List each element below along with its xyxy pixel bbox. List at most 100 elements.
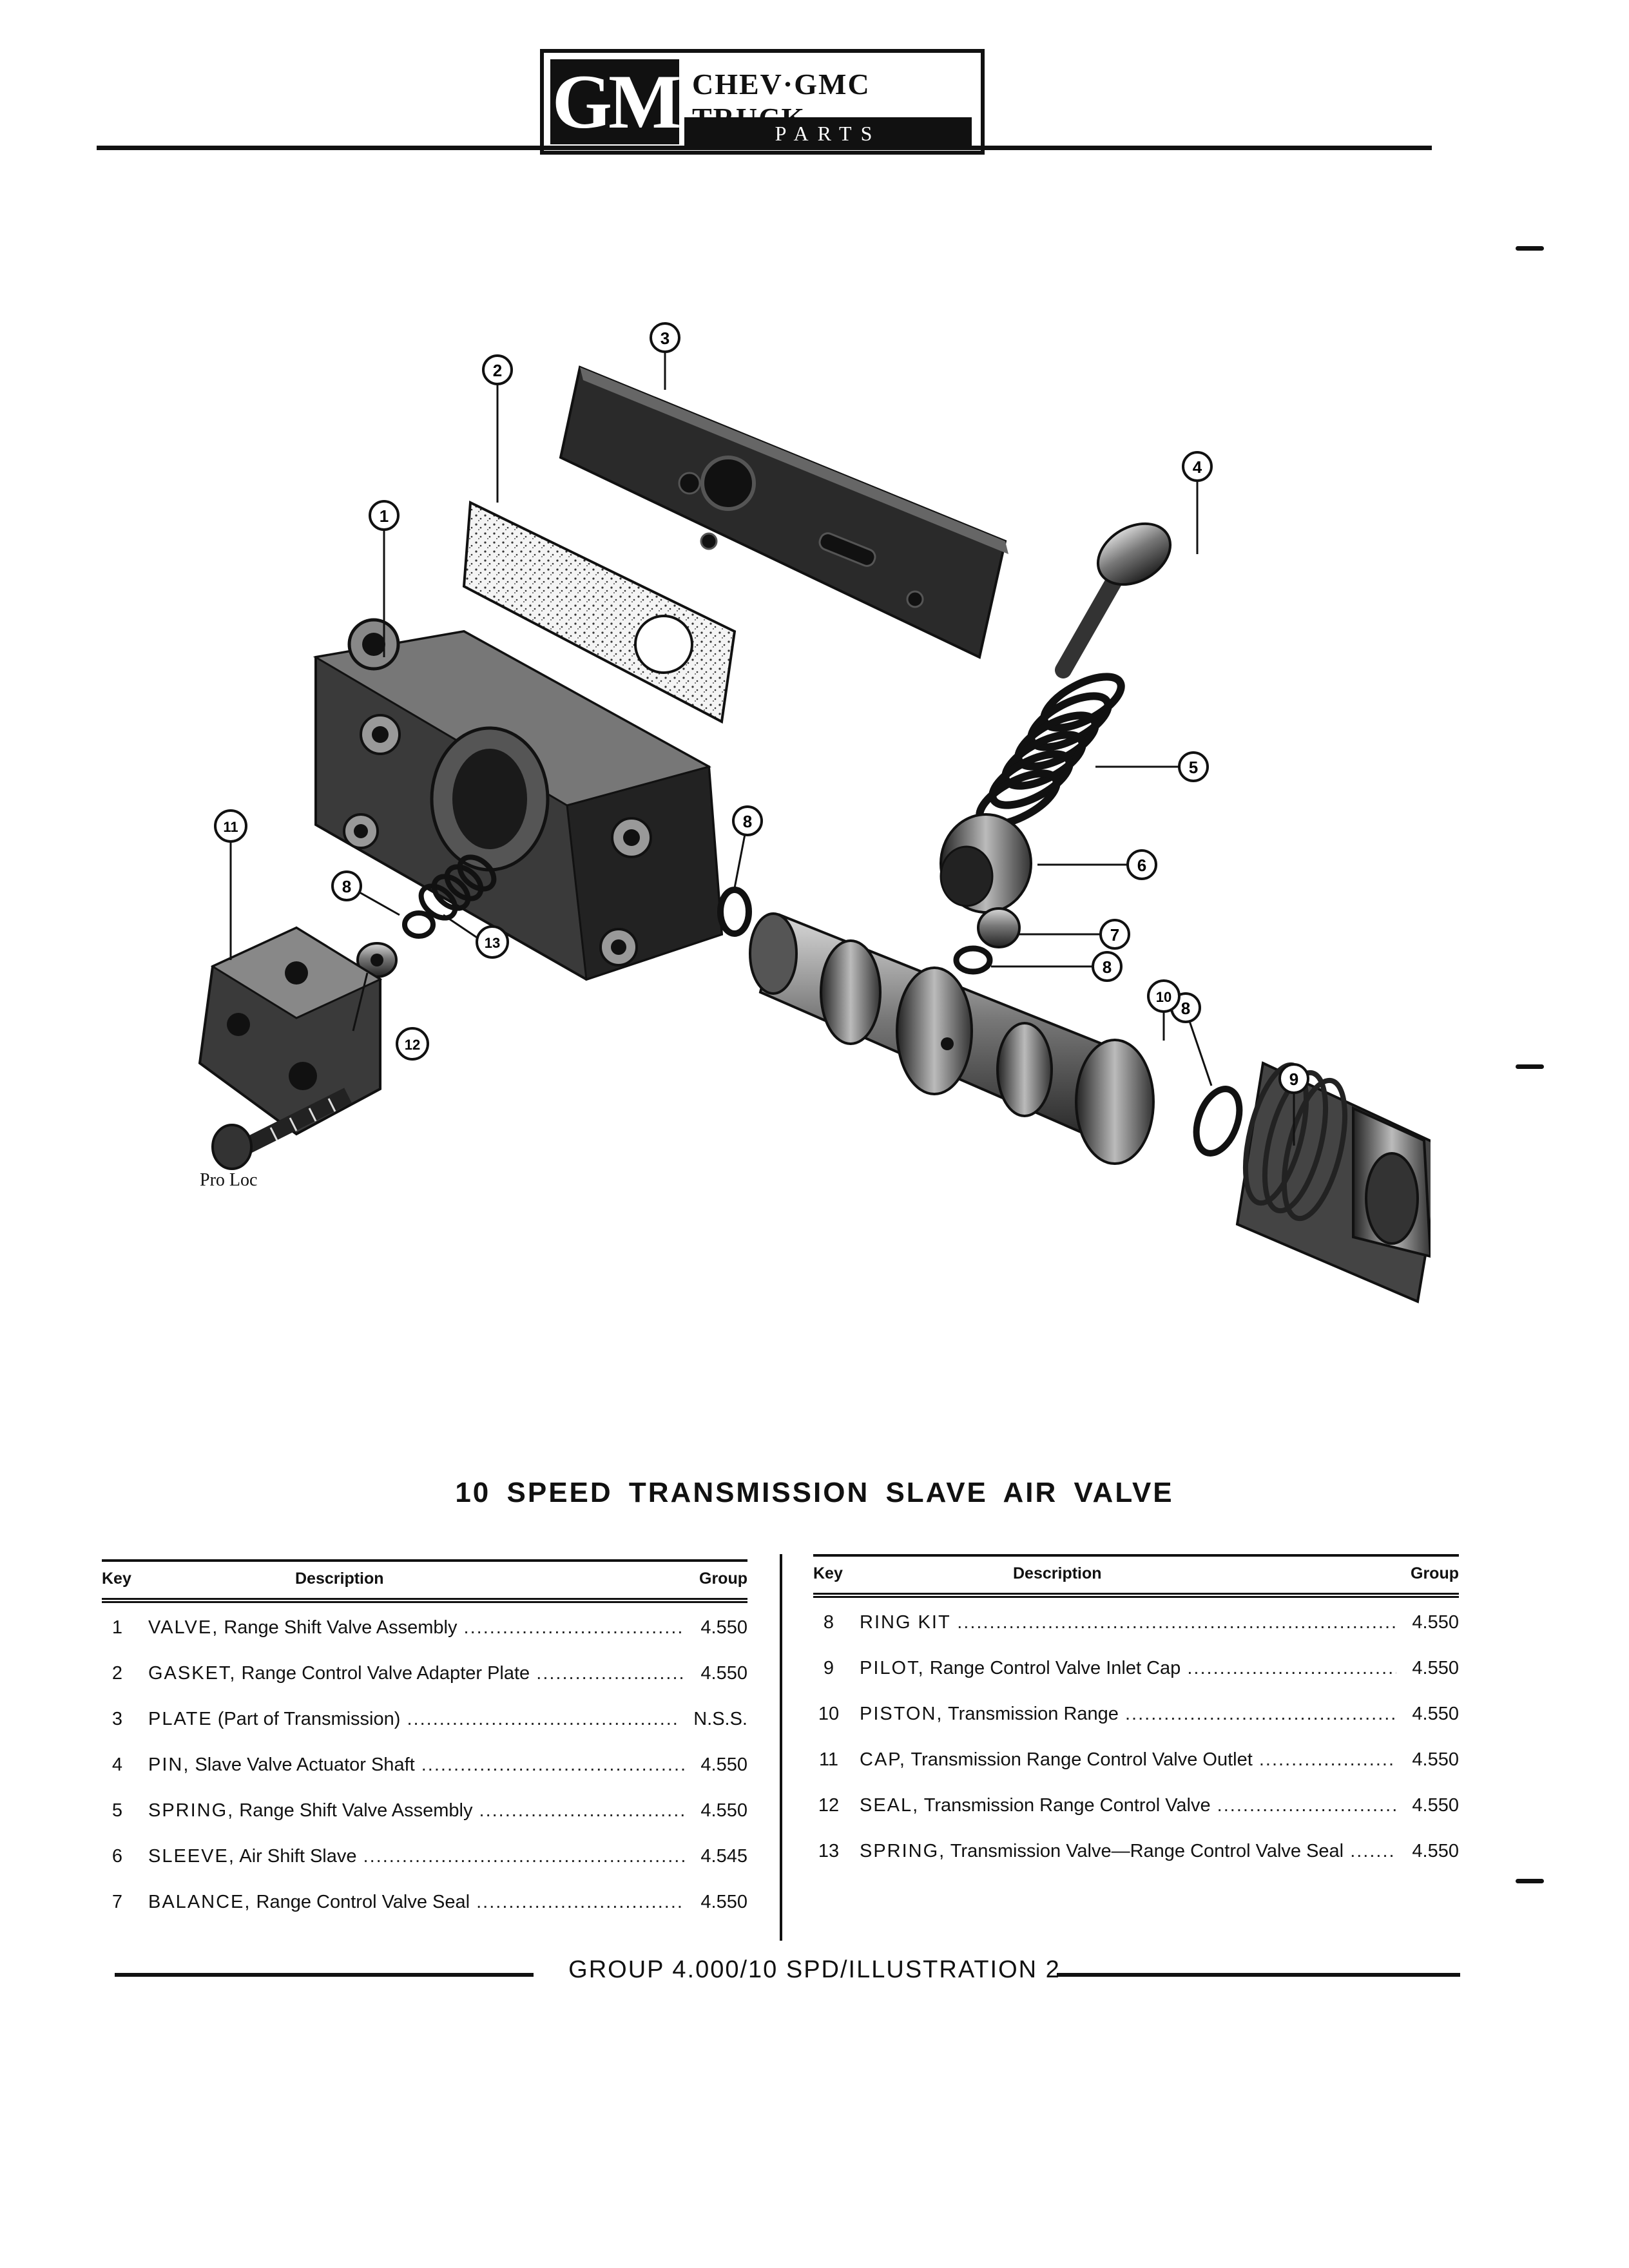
row-part-detail: Range Shift Valve Assembly	[218, 1617, 458, 1638]
row-group: 4.550	[1412, 1612, 1459, 1633]
sleeve-part	[940, 813, 1032, 914]
svg-text:1: 1	[380, 506, 389, 526]
svg-text:8: 8	[1181, 999, 1190, 1018]
leader-dots: ........................................…	[463, 1617, 686, 1638]
row-key: 7	[111, 1892, 123, 1912]
row-key: 9	[823, 1658, 834, 1678]
row-key: 1	[111, 1617, 123, 1638]
table-row: 3 PLATE (Part of Transmission) ..........…	[102, 1695, 747, 1740]
row-description: PIN, Slave Valve Actuator Shaft ........…	[148, 1754, 685, 1776]
leader-dots: ........................................…	[1217, 1795, 1397, 1816]
leader-dots: ........................................…	[476, 1892, 685, 1912]
exploded-parts-diagram: Pro Loc 1 2 3 4 5 6 7 8 8 8 8 9 10 11 12	[198, 322, 1431, 1303]
row-group: 4.550	[1412, 1658, 1459, 1678]
row-description: SPRING, Transmission Valve—Range Control…	[860, 1841, 1396, 1862]
plate-part	[559, 365, 1008, 659]
row-group: 4.550	[1412, 1704, 1459, 1724]
row-key: 8	[823, 1612, 834, 1633]
row-part-detail: Transmission Range Control Valve	[919, 1795, 1211, 1816]
row-key: 13	[818, 1841, 840, 1861]
callouts: 1 2 3 4 5 6 7 8 8 8 8 9 10 11 12 13	[214, 322, 1309, 1094]
row-description: PISTON, Transmission Range .............…	[860, 1704, 1396, 1725]
row-group: N.S.S.	[693, 1709, 747, 1729]
description-header: Description	[1013, 1564, 1102, 1582]
row-group: 4.545	[700, 1846, 747, 1867]
leader-dots: ........................................…	[1187, 1658, 1396, 1678]
group-header: Group	[699, 1570, 747, 1588]
table-header: Key Description Group	[102, 1562, 747, 1598]
row-part-name: PISTON,	[860, 1704, 943, 1724]
margin-mark	[1516, 1064, 1544, 1069]
row-part-name: RING KIT	[860, 1612, 951, 1633]
svg-text:5: 5	[1189, 758, 1198, 777]
svg-text:11: 11	[223, 819, 238, 835]
table-rule	[813, 1593, 1459, 1598]
row-part-detail: Transmission Range	[943, 1704, 1119, 1724]
pro-loc-screw	[211, 1088, 352, 1170]
column-divider	[780, 1554, 782, 1941]
table-row: 13 SPRING, Transmission Valve—Range Contr…	[813, 1827, 1459, 1872]
footer-rule-left	[115, 1973, 534, 1977]
row-part-name: SEAL,	[860, 1795, 920, 1816]
spring-part	[976, 673, 1125, 829]
row-description: BALANCE, Range Control Valve Seal ......…	[148, 1892, 685, 1913]
row-part-name: PILOT,	[860, 1658, 925, 1678]
callout-1: 1	[369, 500, 400, 531]
table-rows: 8 RING KIT ..............................…	[813, 1598, 1459, 1872]
row-group: 4.550	[1412, 1795, 1459, 1816]
callout-3: 3	[650, 322, 680, 353]
svg-text:12: 12	[405, 1037, 420, 1053]
svg-text:9: 9	[1289, 1070, 1298, 1089]
callout-2: 2	[482, 354, 513, 385]
row-description: PLATE (Part of Transmission) ...........…	[148, 1709, 678, 1730]
valve-body-part	[313, 618, 724, 981]
row-part-name: SPRING,	[148, 1800, 235, 1821]
description-header: Description	[295, 1570, 384, 1588]
svg-text:4: 4	[1193, 457, 1202, 477]
row-group: 4.550	[700, 1800, 747, 1821]
table-row: 7 BALANCE, Range Control Valve Seal .....…	[102, 1878, 747, 1923]
leader-dots: ........................................…	[957, 1612, 1396, 1633]
callout-8d: 8	[331, 870, 362, 901]
callout-5: 5	[1178, 751, 1209, 782]
callout-8a: 8	[1092, 951, 1123, 982]
leader-dots: ........................................…	[536, 1663, 686, 1684]
callout-6: 6	[1126, 849, 1157, 880]
row-group: 4.550	[700, 1663, 747, 1684]
row-description: CAP, Transmission Range Control Valve Ou…	[860, 1749, 1396, 1771]
row-part-name: VALVE,	[148, 1617, 219, 1638]
row-part-detail: Transmission Range Control Valve Outlet	[905, 1749, 1253, 1770]
row-key: 11	[818, 1749, 839, 1770]
row-part-detail: Range Control Valve Adapter Plate	[236, 1663, 530, 1684]
key-header: Key	[813, 1564, 843, 1582]
callout-8b: 8	[732, 805, 763, 836]
row-part-name: PIN,	[148, 1754, 190, 1775]
row-key: 3	[111, 1709, 123, 1729]
callout-9: 9	[1278, 1063, 1309, 1094]
balance-part	[977, 907, 1021, 948]
row-part-detail: Range Control Valve Inlet Cap	[924, 1658, 1181, 1678]
row-description: PILOT, Range Control Valve Inlet Cap ...…	[860, 1658, 1396, 1679]
table-rows: 1 VALVE, Range Shift Valve Assembly .....…	[102, 1603, 747, 1923]
row-group: 4.550	[1412, 1841, 1459, 1861]
svg-text:13: 13	[485, 935, 500, 951]
row-part-detail: Range Control Valve Seal	[251, 1892, 470, 1912]
header-subtitle: PARTS CATALOGUE	[684, 117, 972, 177]
leader-dots: ........................................…	[363, 1846, 686, 1867]
catalogue-header: GM CHEV·GMC TRUCK PARTS CATALOGUE	[540, 49, 985, 177]
gasket-part	[462, 500, 737, 724]
leader-dots: ........................................…	[421, 1754, 686, 1775]
margin-mark	[1516, 1879, 1544, 1883]
table-row: 8 RING KIT ..............................…	[813, 1598, 1459, 1644]
row-group: 4.550	[700, 1892, 747, 1912]
svg-text:8: 8	[743, 812, 752, 831]
row-part-name: PLATE	[148, 1709, 213, 1729]
row-key: 6	[111, 1846, 123, 1867]
callout-10: 10	[1147, 979, 1181, 1013]
table-rule	[102, 1559, 747, 1562]
